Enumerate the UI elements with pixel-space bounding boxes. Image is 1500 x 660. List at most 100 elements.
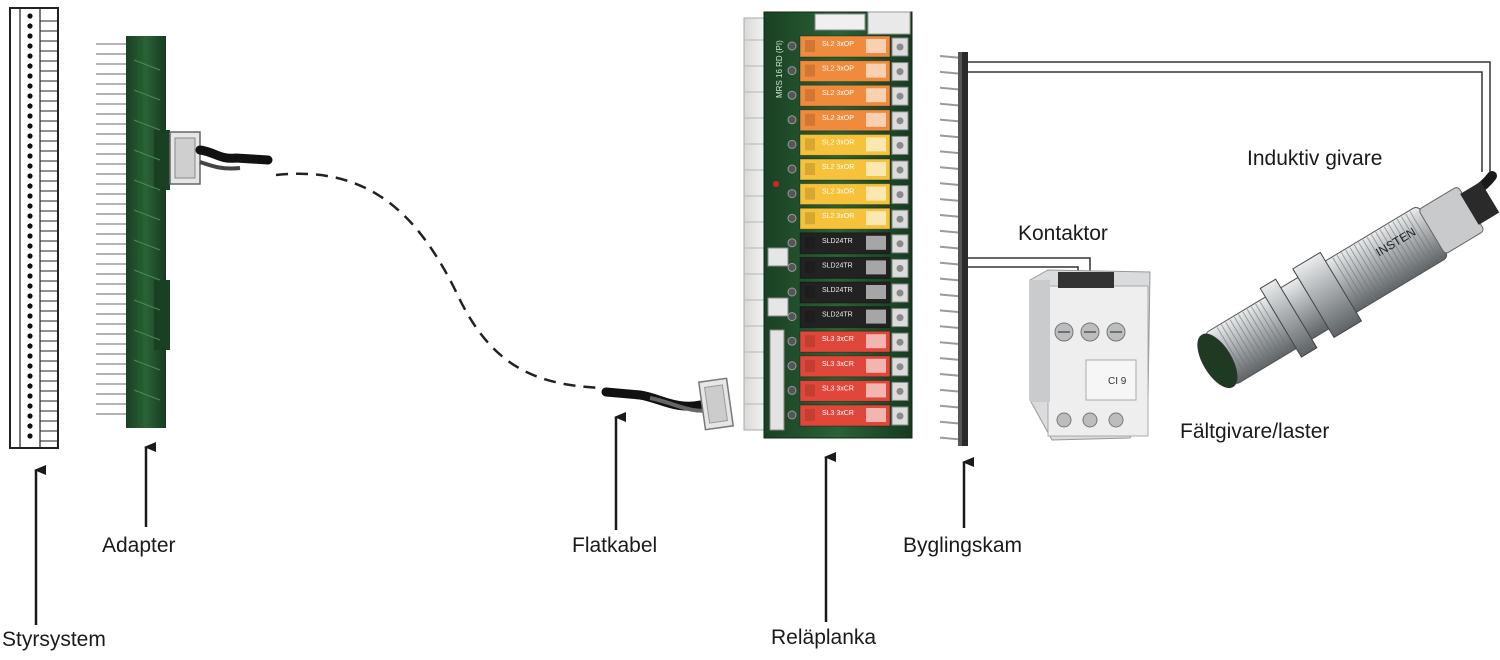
relay: SL2 3xOP xyxy=(799,60,891,83)
terminal-dot xyxy=(27,23,33,29)
terminal-dot xyxy=(27,173,33,179)
terminal-dot xyxy=(27,423,33,429)
contactor: CI 9 xyxy=(1029,269,1151,441)
screw-icon xyxy=(896,166,904,174)
terminal-dot xyxy=(27,433,33,439)
relay-label: SL2 3xOR xyxy=(822,189,854,196)
terminal-dot xyxy=(27,313,33,319)
label-kontaktor: Kontaktor xyxy=(1018,222,1108,245)
contactor-model: CI 9 xyxy=(1108,376,1127,387)
terminal-dot xyxy=(27,183,33,189)
relay-label: SL3 3xCR xyxy=(822,361,854,368)
terminal-dot xyxy=(27,353,33,359)
relay-label: SL2 3xOR xyxy=(822,139,854,146)
screw-icon xyxy=(787,238,797,248)
screw-icon xyxy=(787,213,797,223)
label-relaplanka: Reläplanka xyxy=(771,626,877,649)
relay-label: SLD24TR xyxy=(822,262,853,269)
screw-icon xyxy=(896,289,904,297)
screw-icon xyxy=(787,312,797,322)
terminal-dot xyxy=(27,383,33,389)
terminal-dot xyxy=(27,133,33,139)
screw-icon xyxy=(1108,412,1124,428)
terminal-dot xyxy=(27,253,33,259)
terminal-dot xyxy=(27,343,33,349)
terminal-dot xyxy=(27,403,33,409)
relay: SL2 3xOR xyxy=(799,158,891,181)
terminal-dot xyxy=(27,123,33,129)
relay: SL2 3xOR xyxy=(799,207,891,230)
relay-label: SL2 3xOR xyxy=(822,213,854,220)
label-adapter: Adapter xyxy=(102,534,176,557)
screw-icon xyxy=(896,314,904,322)
screw-icon xyxy=(787,66,797,76)
screw-icon xyxy=(896,141,904,149)
terminal-dot xyxy=(27,93,33,99)
screw-icon xyxy=(1082,412,1098,428)
relay-label: SL3 3xCR xyxy=(822,385,854,392)
screw-icon xyxy=(787,41,797,51)
relay: SLD24TR xyxy=(799,256,891,279)
terminal-dot xyxy=(27,233,33,239)
relay-label: SLD24TR xyxy=(822,287,853,294)
screw-icon xyxy=(787,164,797,174)
screw-icon xyxy=(896,387,904,395)
inductive-sensor: INSTEN xyxy=(1197,171,1500,389)
screw-icon xyxy=(896,43,904,51)
relay: SL3 3xCR xyxy=(799,379,891,402)
relay: SL3 3xCR xyxy=(799,355,891,378)
screw-icon xyxy=(896,191,904,199)
screw-icon xyxy=(896,117,904,125)
relay: SL2 3xOP xyxy=(799,84,891,107)
relay-label: SL2 3xOR xyxy=(822,164,854,171)
terminal-dot xyxy=(27,263,33,269)
relay: SL2 3xOR xyxy=(799,183,891,206)
relay: SL2 3xOR xyxy=(799,133,891,156)
label-styrsystem: Styrsystem xyxy=(2,628,106,651)
screw-icon xyxy=(1056,412,1072,428)
screw-icon xyxy=(787,336,797,346)
terminal-dot xyxy=(27,393,33,399)
terminal-dot xyxy=(27,303,33,309)
screw-icon xyxy=(787,410,797,420)
flat-cable xyxy=(601,377,735,431)
label-flatkabel: Flatkabel xyxy=(572,534,658,557)
terminal-dot xyxy=(27,333,33,339)
relay-label: SL2 3xOP xyxy=(822,90,854,97)
terminal-dot xyxy=(27,273,33,279)
adapter-board xyxy=(96,36,273,428)
terminal-dot xyxy=(27,143,33,149)
screw-icon xyxy=(896,240,904,248)
screw-icon xyxy=(896,338,904,346)
terminal-dot xyxy=(27,203,33,209)
terminal-dot xyxy=(27,73,33,79)
jumper-comb xyxy=(939,52,968,446)
label-faltgivare-laster: Fältgivare/laster xyxy=(1180,420,1330,443)
terminal-dot xyxy=(27,43,33,49)
terminal-dot xyxy=(27,323,33,329)
relay: SLD24TR xyxy=(799,232,891,255)
relay: SL2 3xOP xyxy=(799,35,891,58)
relay: SL3 3xCR xyxy=(799,330,891,353)
screw-icon xyxy=(787,385,797,395)
screw-icon xyxy=(896,215,904,223)
sensor-wire xyxy=(968,71,1483,172)
terminal-dot xyxy=(27,243,33,249)
terminal-dot xyxy=(27,13,33,19)
relay: SLD24TR xyxy=(799,281,891,304)
screw-icon xyxy=(787,115,797,125)
relay-label: SL2 3xOP xyxy=(822,66,854,73)
terminal-dot xyxy=(27,363,33,369)
relay-label: SL2 3xOP xyxy=(822,41,854,48)
terminal-dot xyxy=(27,213,33,219)
control-system-terminal-strip xyxy=(9,7,59,449)
terminal-dot xyxy=(27,153,33,159)
terminal-dot xyxy=(27,113,33,119)
relay: SL3 3xCR xyxy=(799,404,891,427)
screw-icon xyxy=(896,92,904,100)
terminal-dot xyxy=(27,193,33,199)
relay-label: SLD24TR xyxy=(822,312,853,319)
screw-icon xyxy=(787,139,797,149)
